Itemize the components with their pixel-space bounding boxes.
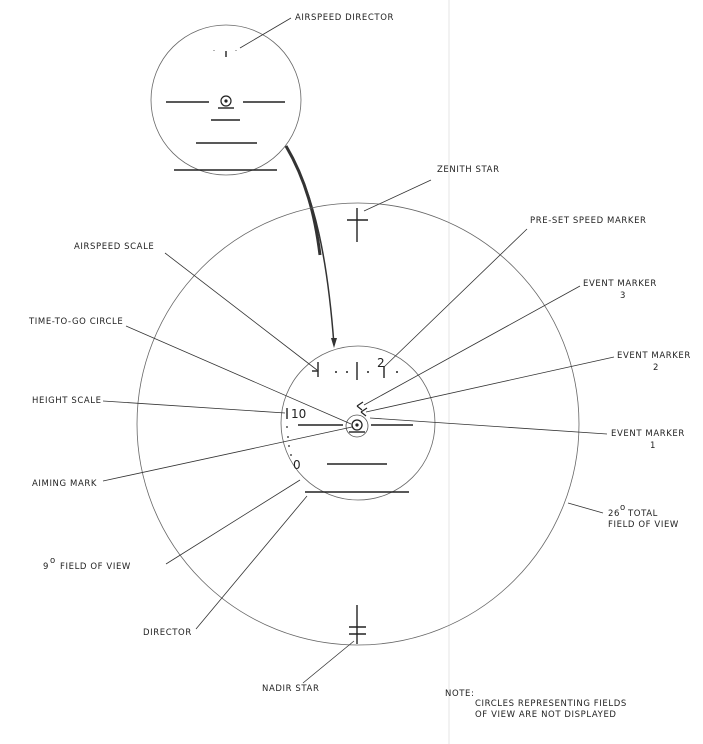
label-small-fov-text: FIELD OF VIEW [60,562,131,572]
time-to-go-circle [345,414,369,438]
leader-event-marker-2 [365,356,615,413]
label-nadir-star: NADIR STAR [262,684,319,694]
airspeed-dot [367,371,369,373]
leader-time-to-go-circle [125,325,352,425]
airspeed-director-inset [150,24,302,176]
note-title: NOTE: [445,689,474,699]
label-total-fov-line2: FIELD OF VIEW [608,520,679,530]
inset-aiming-dot [224,99,228,103]
aiming-dot [355,423,359,427]
inset-connector-thick [284,145,322,256]
nadir-star [349,605,366,644]
height-dot [287,436,289,438]
aiming-ring [351,419,363,431]
zenith-star [347,208,368,242]
total-field-of-view-circle [136,202,580,646]
label-event-marker-2: EVENT MARKER [617,351,691,361]
inset-circle [150,24,302,176]
aiming-mark [298,414,413,438]
event-marker-chevrons [356,401,368,417]
leader-total-field-of-view [567,502,604,514]
label-total-fov-line1: TOTAL [627,509,658,519]
airspeed-scale-number: 2 [377,356,385,370]
label-event-marker-2-num: 2 [653,363,659,373]
airspeed-scale: 2 [312,356,398,380]
leader-airspeed-scale [164,252,318,371]
label-total-fov-degree: o [620,503,626,513]
leader-event-marker-1 [369,417,608,435]
label-event-marker-1-num: 1 [650,441,656,451]
leader-lines [102,17,615,684]
note-line-1: CIRCLES REPRESENTING FIELDS [475,699,627,709]
label-airspeed-director: AIRSPEED DIRECTOR [295,13,394,23]
leader-zenith-star [363,179,432,212]
airspeed-dot [396,371,398,373]
note-line-2: OF VIEW ARE NOT DISPLAYED [475,710,617,720]
height-scale: 10 0 [286,407,306,472]
label-event-marker-3: EVENT MARKER [583,279,657,289]
label-zenith-star: ZENITH STAR [437,165,500,175]
director [305,463,409,493]
connector-arrowhead [331,338,337,348]
height-scale-value: 10 [291,407,306,421]
leader-pre-set-speed-marker [383,228,528,368]
height-scale-zero: 0 [293,458,301,472]
label-airspeed-scale: AIRSPEED SCALE [74,242,154,252]
airspeed-dot [346,371,348,373]
label-time-to-go-circle: TIME-TO-GO CIRCLE [28,317,123,327]
label-event-marker-1: EVENT MARKER [611,429,685,439]
label-director: DIRECTOR [143,628,192,638]
event-markers [356,401,368,417]
leader-nadir-star [302,640,355,684]
label-pre-set-speed-marker: PRE-SET SPEED MARKER [530,216,647,226]
height-dot [290,454,292,456]
leader-airspeed-director [239,17,292,49]
label-small-fov-num: 9 [43,562,49,572]
labels: AIRSPEED DIRECTOR ZENITH STAR PRE-SET SP… [28,13,691,720]
label-total-fov-num: 26 [608,509,620,519]
leader-small-field-of-view [165,479,301,565]
small-field-of-view-circle [280,345,436,501]
height-dot [286,426,288,428]
leader-height-scale [102,400,286,414]
label-small-fov-degree: o [50,556,56,566]
inset-connector-curve [285,145,335,346]
leader-event-marker-3 [363,285,581,406]
label-height-scale: HEIGHT SCALE [32,396,102,406]
leader-aiming-mark [102,426,353,482]
label-event-marker-3-num: 3 [620,291,626,301]
inset-aiming-ring [220,95,232,107]
height-dot [288,445,290,447]
leader-director [195,495,308,630]
airspeed-dot [335,371,337,373]
label-aiming-mark: AIMING MARK [32,479,97,489]
